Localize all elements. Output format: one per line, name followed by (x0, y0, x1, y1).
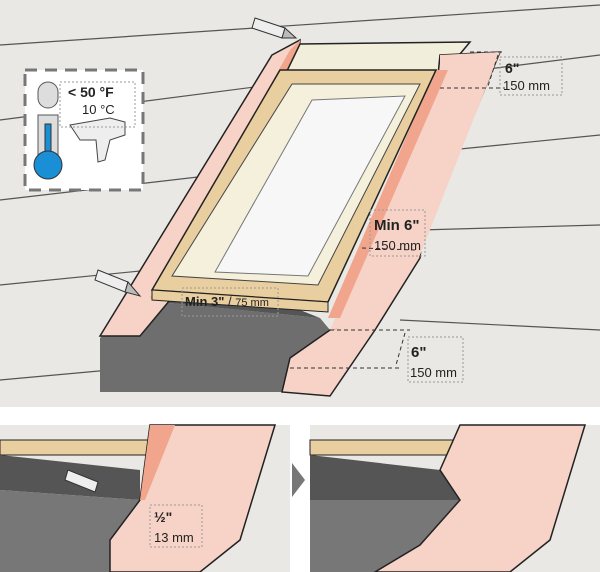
bottom-overlap-imperial: 6" (411, 344, 426, 361)
utility-knife-icon (64, 469, 99, 493)
thermometer-cap-icon (37, 81, 59, 109)
next-step-arrow-icon (292, 463, 305, 497)
heat-gun-icon (69, 117, 126, 163)
utility-knife-icon (94, 269, 142, 297)
head-overlap-metric: 150 mm (503, 78, 550, 93)
utility-knife-icon (251, 17, 298, 39)
sill-overlap-label: Min 3" / 75 mm (185, 294, 269, 309)
skylight-glass (214, 95, 406, 277)
head-overlap-imperial: 6" (505, 60, 519, 76)
detail-cut-step (0, 424, 290, 572)
cut-detail-imperial: ½" (154, 509, 172, 525)
side-overlap-metric: 150 mm (374, 238, 421, 253)
bottom-overlap-metric: 150 mm (410, 365, 457, 380)
underlayment (100, 300, 330, 392)
detail-folded-step (309, 424, 600, 572)
temperature-panel (23, 68, 145, 192)
temperature-celsius: 10 °C (82, 102, 115, 117)
cut-detail-metric: 13 mm (154, 530, 194, 545)
dimension-lines (290, 51, 505, 369)
side-overlap-imperial: Min 6" (374, 217, 419, 234)
temperature-fahrenheit: < 50 °F (68, 84, 114, 100)
